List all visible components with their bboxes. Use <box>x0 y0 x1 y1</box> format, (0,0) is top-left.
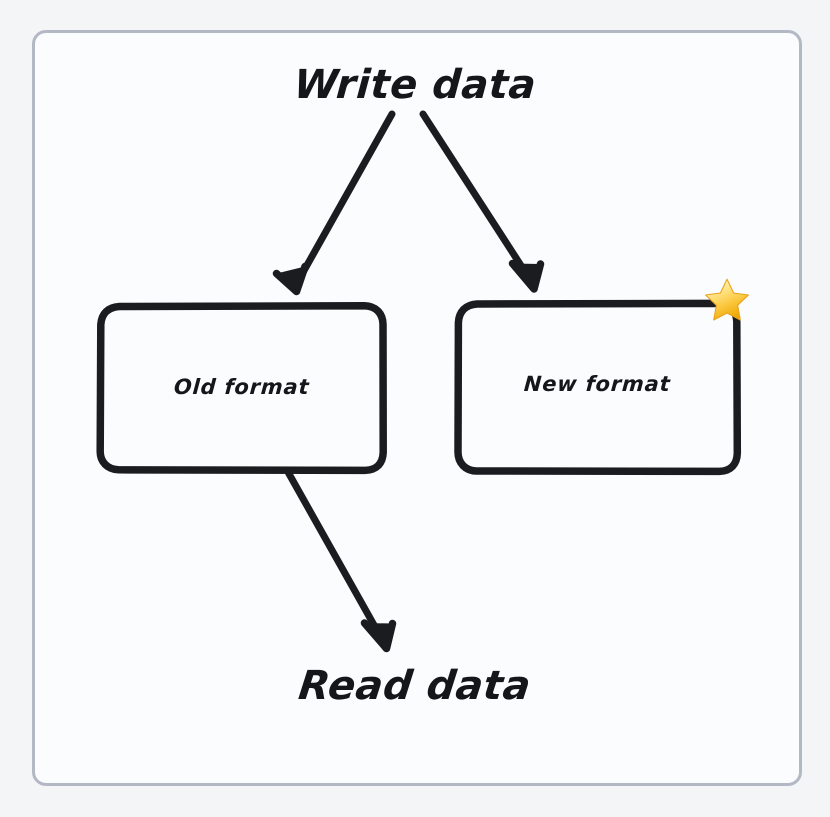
old-format-label: Old format <box>100 375 383 399</box>
star-icon <box>705 278 749 321</box>
read-data-text: Read data <box>296 663 534 709</box>
old-format-text: Old format <box>172 375 311 399</box>
new-format-text: New format <box>523 372 672 396</box>
read-data-title: Read data <box>0 663 830 709</box>
write-data-title: Write data <box>0 62 830 108</box>
write-data-text: Write data <box>292 62 538 108</box>
new-format-label: New format <box>458 372 737 396</box>
